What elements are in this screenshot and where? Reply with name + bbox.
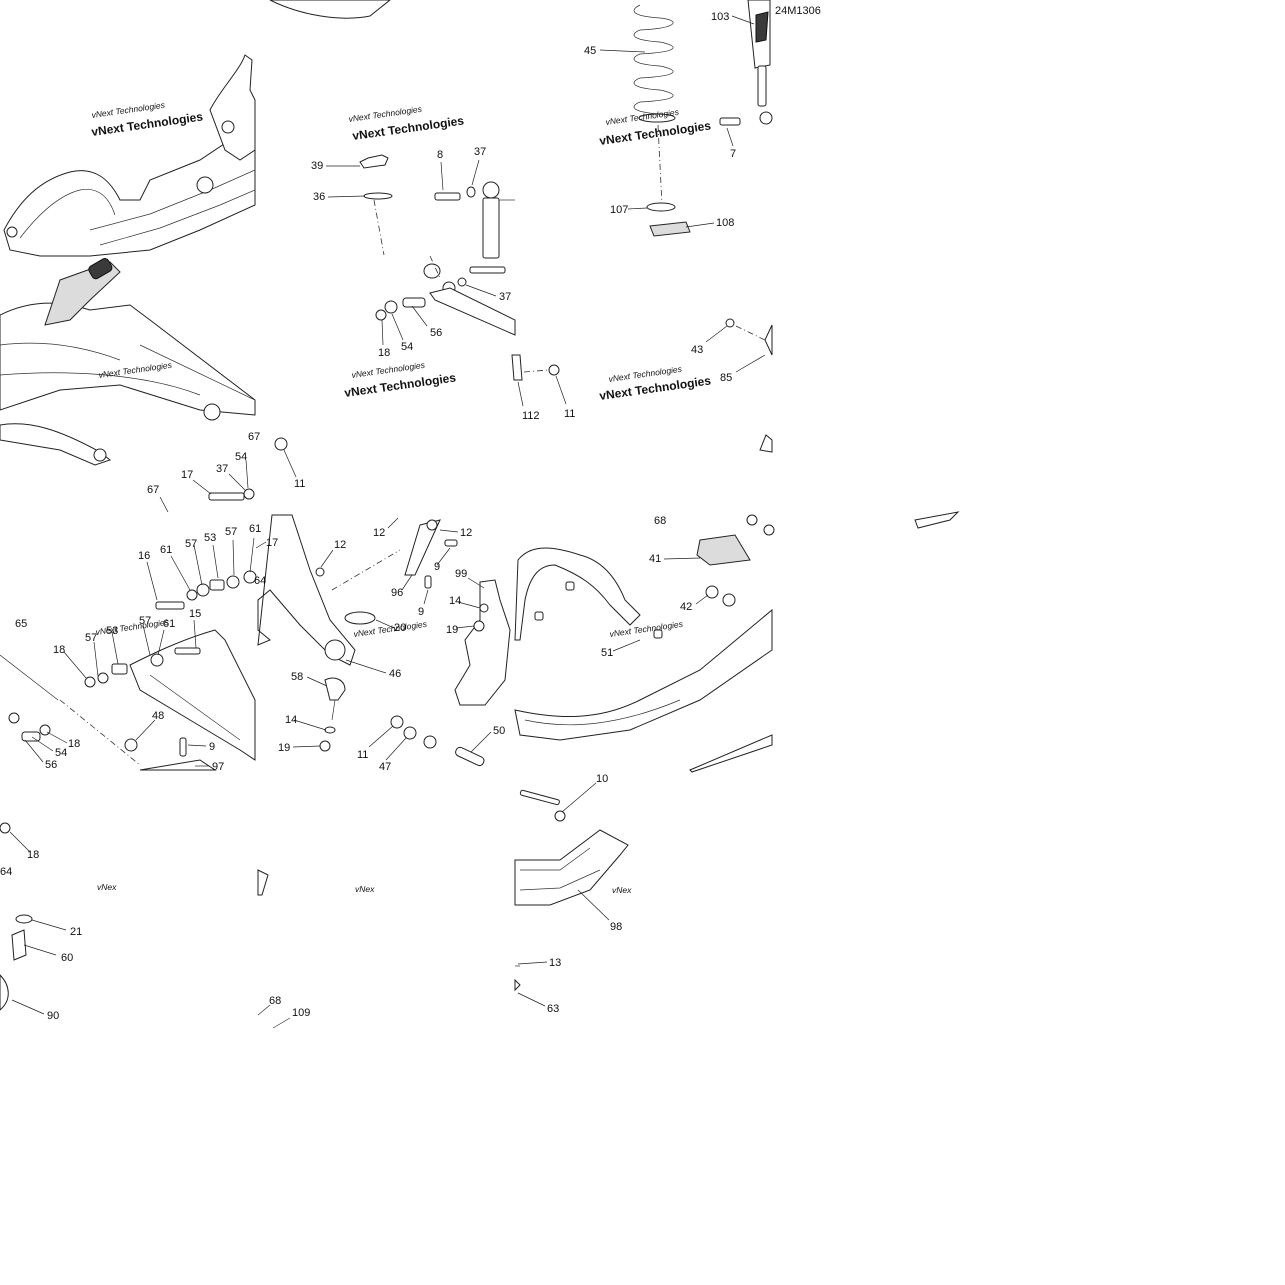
- part-label: 17: [266, 537, 278, 549]
- part-label: 64: [254, 575, 266, 587]
- part-label: 48: [152, 710, 164, 722]
- part-label: 11: [564, 408, 575, 420]
- part-label: 96: [391, 587, 403, 599]
- part-label: 50: [493, 725, 505, 737]
- part-label: 61: [249, 523, 261, 535]
- part-label: 68: [269, 995, 281, 1007]
- part-label: 85: [720, 372, 732, 384]
- watermark-partial: vNex: [355, 884, 375, 894]
- part-label: 108: [716, 217, 734, 229]
- part-label: 19: [278, 742, 290, 754]
- part-label: 58: [291, 671, 303, 683]
- part-label: 64: [0, 866, 12, 878]
- part-label: 112: [522, 410, 540, 422]
- watermark: vNext Technologies: [609, 619, 684, 639]
- part-label: 39: [311, 160, 323, 172]
- tile-spring-right: [633, 0, 773, 453]
- part-label: 61: [160, 544, 172, 556]
- part-label: 8: [437, 149, 443, 161]
- tile-ski-right: [514, 511, 960, 992]
- part-label: 18: [53, 644, 65, 656]
- part-label: 37: [474, 146, 486, 158]
- part-label: 56: [430, 327, 442, 339]
- part-label: 54: [401, 341, 413, 353]
- part-label: 37: [499, 291, 511, 303]
- part-label: 43: [691, 344, 703, 356]
- part-label: 12: [373, 527, 385, 539]
- part-label: 11: [357, 749, 368, 761]
- diagram-reference-code: 24M1306: [775, 5, 821, 17]
- part-label: 65: [15, 618, 27, 630]
- part-labels: 103 45 7 39 8 37 36 107 108 37 18 54 56 …: [0, 11, 736, 1022]
- part-label: 56: [45, 759, 57, 771]
- part-label: 12: [334, 539, 346, 551]
- part-label: 109: [292, 1007, 310, 1019]
- part-label: 90: [47, 1010, 59, 1022]
- part-label: 9: [434, 561, 440, 573]
- tile-frame-top-left: [3, 54, 256, 257]
- part-label: 16: [138, 550, 150, 562]
- part-label: 63: [547, 1003, 559, 1015]
- part-label: 67: [248, 431, 260, 443]
- part-label: 61: [163, 618, 175, 630]
- tile-shock-left: [0, 258, 256, 466]
- part-label: 18: [68, 738, 80, 750]
- part-label: 54: [55, 747, 67, 759]
- part-label: 107: [610, 204, 628, 216]
- part-label: 57: [225, 526, 237, 538]
- part-label: 53: [106, 625, 118, 637]
- part-label: 9: [418, 606, 424, 618]
- part-label: 99: [455, 568, 467, 580]
- part-label: 14: [285, 714, 297, 726]
- part-label: 57: [139, 615, 151, 627]
- part-label: 103: [711, 11, 729, 23]
- part-label: 13: [549, 957, 561, 969]
- watermark-partial: vNex: [612, 885, 632, 895]
- part-label: 19: [446, 624, 458, 636]
- part-label: 36: [313, 191, 325, 203]
- part-label: 42: [680, 601, 692, 613]
- part-label: 45: [584, 45, 596, 57]
- part-label: 20: [394, 622, 406, 634]
- part-label: 57: [185, 538, 197, 550]
- part-label: 54: [235, 451, 247, 463]
- part-label: 53: [204, 532, 216, 544]
- part-label: 41: [649, 553, 661, 565]
- watermark-partial: vNex: [97, 882, 117, 892]
- part-label: 67: [147, 484, 159, 496]
- part-label: 10: [596, 773, 608, 785]
- part-label: 18: [378, 347, 390, 359]
- part-label: 37: [216, 463, 228, 475]
- part-label: 15: [189, 608, 201, 620]
- part-label: 51: [601, 647, 613, 659]
- part-label: 7: [730, 148, 736, 160]
- part-label: 18: [27, 849, 39, 861]
- part-label: 46: [389, 668, 401, 680]
- part-label: 98: [610, 921, 622, 933]
- tile-spindle-center: [257, 514, 511, 1029]
- part-label: 17: [181, 469, 193, 481]
- part-label: 12: [460, 527, 472, 539]
- part-label: 9: [209, 741, 215, 753]
- part-label: 14: [449, 595, 461, 607]
- tile-lower-arm-left: [0, 437, 288, 1011]
- part-label: 57: [85, 632, 97, 644]
- tile-upper-arm-center: [269, 0, 560, 381]
- part-label: 47: [379, 761, 391, 773]
- leader-lines: [9, 15, 766, 1015]
- part-label: 11: [294, 478, 305, 490]
- part-label: 60: [61, 952, 73, 964]
- part-label: 68: [654, 515, 666, 527]
- part-label: 21: [70, 926, 82, 938]
- part-label: 97: [212, 761, 224, 773]
